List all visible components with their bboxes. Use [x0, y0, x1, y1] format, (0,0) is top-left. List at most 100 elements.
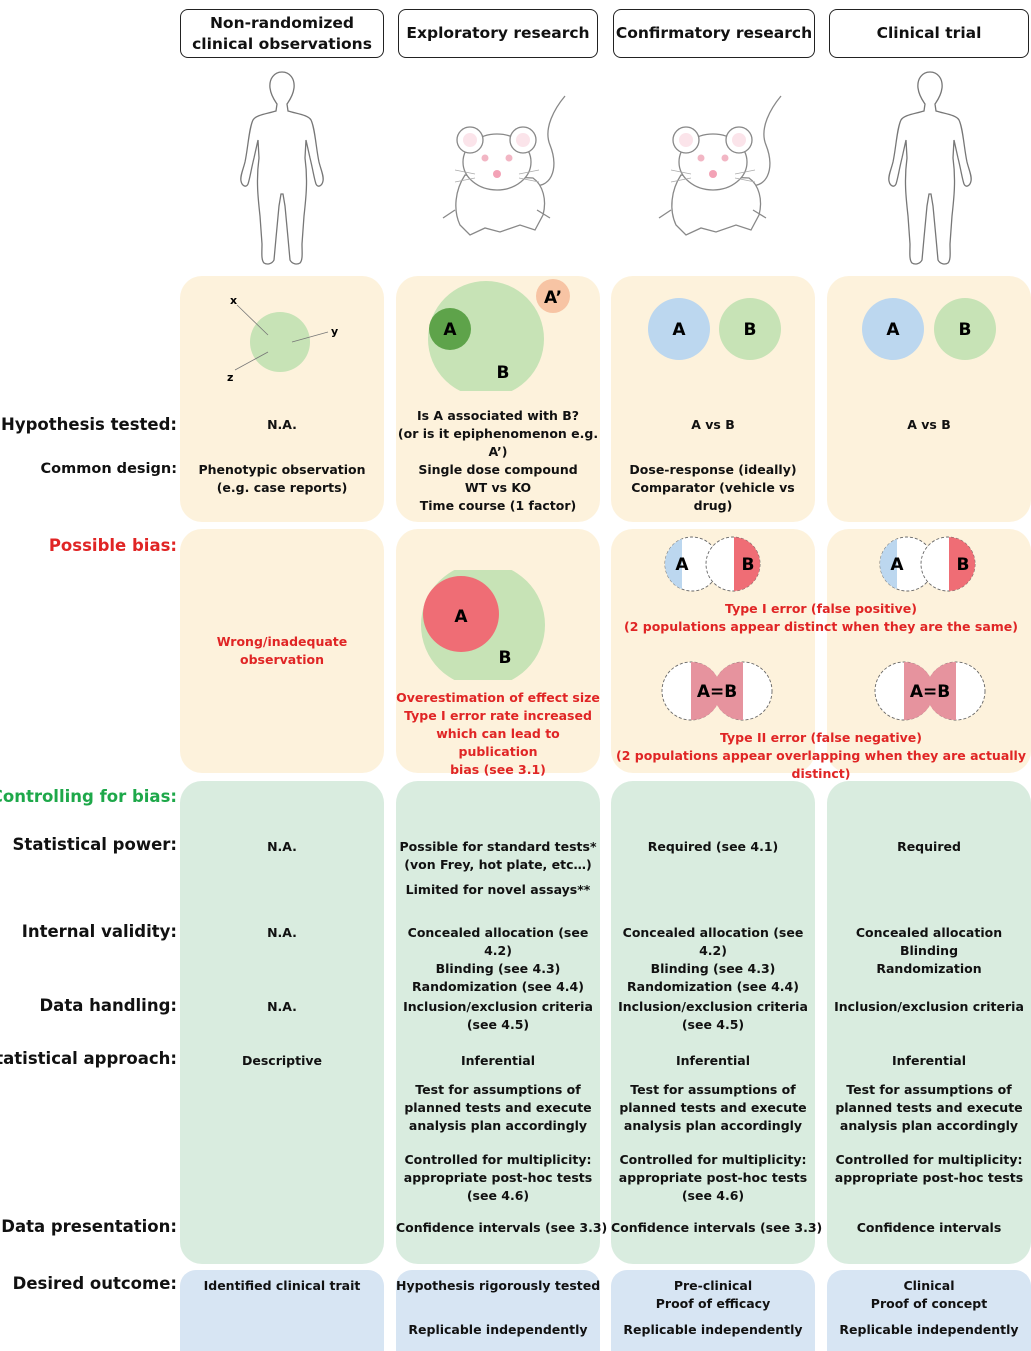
- power-note: Limited for novel assays**: [405, 882, 591, 897]
- assumptions-cell-4: Test for assumptions of planned tests an…: [835, 1082, 1023, 1133]
- outcome-cell-4: Clinical Proof of concept: [870, 1278, 988, 1311]
- outcome-panel-2: [396, 1270, 600, 1351]
- internal-cell-2: Concealed allocation (see 4.2) Blinding …: [407, 925, 589, 994]
- x-axis-label: x: [230, 294, 237, 307]
- type1-b-label-2: B: [957, 555, 970, 575]
- presentation-cell-3: Confidence intervals (see 3.3): [611, 1220, 823, 1235]
- type1-error-diagram-1: A B: [664, 536, 761, 592]
- label-bias: Possible bias:: [48, 536, 177, 555]
- approach-cell-2: Inferential: [461, 1053, 535, 1068]
- bias-cell-2: Overestimation of effect size Type I err…: [396, 690, 600, 777]
- label-outcome: Desired outcome:: [12, 1274, 177, 1293]
- outcome-cell-1: Identified clinical trait: [203, 1278, 361, 1293]
- hypothesis-cell-3: A vs B: [691, 417, 735, 432]
- z-axis-label: z: [227, 371, 233, 384]
- internal-cell-4: Concealed allocation Blinding Randomizat…: [855, 925, 1003, 976]
- type1-a-label-2: A: [890, 555, 904, 575]
- human-figure-icon: [240, 71, 324, 265]
- label-design: Common design:: [40, 461, 177, 477]
- circle-a-label: A: [443, 320, 457, 340]
- multiplicity-cell-3: Controlled for multiplicity: appropriate…: [618, 1152, 808, 1203]
- multiplicity-cell-4: Controlled for multiplicity: appropriate…: [834, 1152, 1024, 1185]
- type1-error-diagram-2: A B: [879, 536, 976, 592]
- power-cell-2: Possible for standard tests* (von Frey, …: [399, 839, 597, 872]
- internal-cell-1: N.A.: [267, 925, 297, 940]
- a-within-b-diagram: A B A’: [428, 279, 570, 391]
- circle-b-label: B: [497, 363, 510, 383]
- circle-a-label-2: A: [672, 320, 686, 340]
- bias-overlap-diagram: A B: [421, 570, 545, 680]
- design-cell-2: Single dose compound WT vs KO Time cours…: [418, 462, 578, 513]
- y-axis-label: y: [331, 325, 338, 338]
- power-cell-1: N.A.: [267, 839, 297, 854]
- label-hypothesis: Hypothesis tested:: [1, 415, 177, 434]
- type1-b-label: B: [742, 555, 755, 575]
- circle-b-label-2: B: [744, 320, 757, 340]
- label-power: Statistical power:: [12, 835, 177, 854]
- header-confirmatory: Confirmatory research: [613, 9, 815, 58]
- type1-error-text: Type I error (false positive) (2 populat…: [624, 601, 1018, 634]
- type2-error-text: Type II error (false negative) (2 popula…: [616, 730, 1026, 781]
- presentation-cell-4: Confidence intervals: [856, 1220, 1002, 1235]
- type1-a-label: A: [675, 555, 689, 575]
- controlling-panel-1: [180, 781, 384, 1264]
- multiplicity-cell-2: Controlled for multiplicity: appropriate…: [403, 1152, 593, 1203]
- mouse-figure-icon-2: [658, 95, 782, 236]
- hypothesis-cell-1: N.A.: [267, 417, 297, 432]
- label-approach: Statistical approach:: [0, 1049, 177, 1068]
- type2-label-2: A=B: [910, 682, 950, 702]
- controlling-panel-2: [396, 781, 600, 1264]
- handling-cell-2: Inclusion/exclusion criteria (see 4.5): [403, 999, 593, 1032]
- presentation-cell-2: Confidence intervals (see 3.3): [396, 1220, 608, 1235]
- replicable-cell-4: Replicable independently: [839, 1322, 1019, 1337]
- bias-b-label: B: [499, 648, 512, 668]
- label-handling: Data handling:: [39, 996, 177, 1015]
- circle-a-label-3: A: [886, 320, 900, 340]
- hypothesis-panel-4: [827, 276, 1031, 522]
- handling-cell-4: Inclusion/exclusion criteria: [834, 999, 1024, 1014]
- header-clinical-trial: Clinical trial: [829, 9, 1029, 58]
- handling-cell-1: N.A.: [267, 999, 297, 1014]
- outcome-cell-2: Hypothesis rigorously tested: [396, 1278, 601, 1293]
- controlling-panel-4: [827, 781, 1031, 1264]
- replicable-cell-3: Replicable independently: [623, 1322, 803, 1337]
- assumptions-cell-2: Test for assumptions of planned tests an…: [404, 1082, 592, 1133]
- design-cell-3: Dose-response (ideally) Comparator (vehi…: [629, 462, 797, 513]
- label-controlling: Controlling for bias:: [0, 787, 177, 806]
- label-internal: Internal validity:: [21, 922, 177, 941]
- header-non-randomized: Non-randomized clinical observations: [180, 9, 384, 58]
- approach-cell-1: Descriptive: [242, 1053, 322, 1068]
- outcome-panel-1: [180, 1270, 384, 1351]
- xyz-observation-diagram: x y z: [227, 294, 338, 384]
- assumptions-cell-3: Test for assumptions of planned tests an…: [619, 1082, 807, 1133]
- bias-panel-1: [180, 529, 384, 773]
- approach-cell-4: Inferential: [892, 1053, 966, 1068]
- a-vs-b-diagram-1: A B: [648, 298, 781, 360]
- human-figure-icon-2: [888, 71, 972, 265]
- mouse-figure-icon: [442, 95, 566, 236]
- label-presentation: Data presentation:: [1, 1217, 177, 1236]
- handling-cell-3: Inclusion/exclusion criteria (see 4.5): [618, 999, 808, 1032]
- hypothesis-panel-3: [611, 276, 815, 522]
- outcome-panel-4: [827, 1270, 1031, 1351]
- power-cell-3: Required (see 4.1): [647, 839, 779, 854]
- a-vs-b-diagram-2: A B: [862, 298, 996, 360]
- bias-a-label: A: [454, 607, 468, 627]
- power-cell-4: Required: [897, 839, 961, 854]
- circle-b-label-3: B: [959, 320, 972, 340]
- approach-cell-3: Inferential: [676, 1053, 750, 1068]
- hypothesis-cell-4: A vs B: [907, 417, 951, 432]
- internal-cell-3: Concealed allocation (see 4.2) Blinding …: [622, 925, 804, 994]
- type2-label: A=B: [697, 682, 737, 702]
- hypothesis-cell-2: Is A associated with B? (or is it epiphe…: [397, 408, 599, 459]
- outcome-cell-3: Pre-clinical Proof of efficacy: [655, 1278, 771, 1311]
- controlling-panel-3: [611, 781, 815, 1264]
- design-cell-1: Phenotypic observation (e.g. case report…: [198, 462, 366, 495]
- header-exploratory: Exploratory research: [398, 9, 598, 58]
- outcome-panel-3: [611, 1270, 815, 1351]
- type2-error-diagram-1: A=B: [661, 661, 773, 721]
- circle-a-prime-label: A’: [544, 288, 562, 308]
- type2-error-diagram-2: A=B: [874, 661, 986, 721]
- bias-cell-1: Wrong/inadequate observation: [216, 634, 348, 667]
- replicable-cell-2: Replicable independently: [408, 1322, 588, 1337]
